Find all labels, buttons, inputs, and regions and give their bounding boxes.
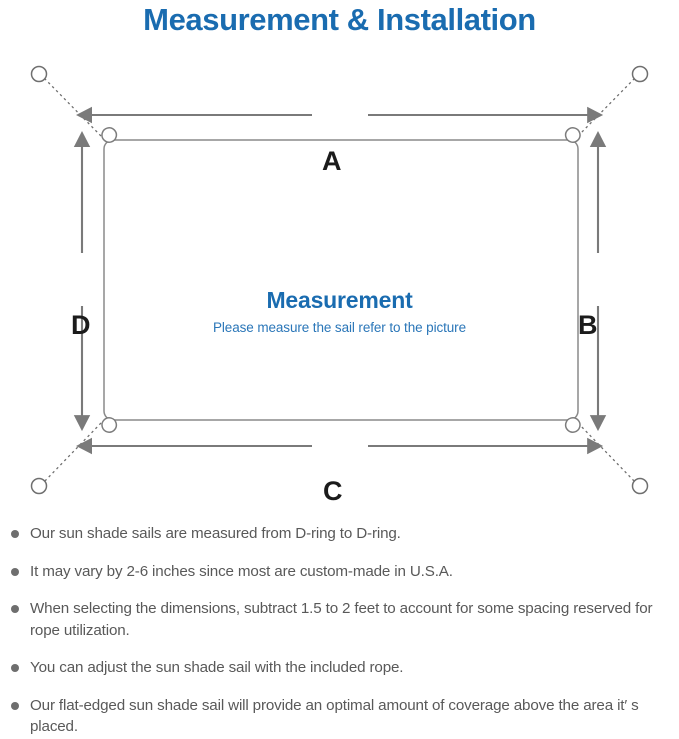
list-item: When selecting the dimensions, subtract … bbox=[0, 598, 679, 641]
diagram-svg bbox=[30, 65, 649, 495]
bullet-dot-icon bbox=[11, 530, 19, 538]
bullet-dot-icon bbox=[11, 605, 19, 614]
measurement-diagram: A B C D Measurement Please measure the s… bbox=[0, 48, 679, 518]
d-rings bbox=[101, 127, 581, 433]
list-item: It may vary by 2-6 inches since most are… bbox=[0, 561, 679, 583]
list-item-text: It may vary by 2-6 inches since most are… bbox=[30, 562, 453, 580]
dotted-rope-line-top-right bbox=[577, 77, 636, 137]
list-item-text: Our flat-edged sun shade sail will provi… bbox=[30, 696, 639, 736]
list-item-text: You can adjust the sun shade sail with t… bbox=[30, 659, 404, 677]
dotted-rope-line-top-left bbox=[43, 77, 102, 137]
dimension-label-c: C bbox=[323, 476, 343, 506]
list-item-text: Our sun shade sails are measured from D-… bbox=[30, 525, 401, 542]
anchor-points bbox=[30, 65, 649, 495]
list-item: Our sun shade sails are measured from D-… bbox=[0, 523, 679, 545]
anchor-circle-icon-bottom-left bbox=[30, 477, 48, 495]
page-title: Measurement & Installation bbox=[143, 2, 536, 37]
d-ring-icon-bottom-left bbox=[101, 417, 118, 433]
d-ring-icon-top-left bbox=[101, 127, 118, 143]
dimension-label-b: B bbox=[578, 310, 598, 340]
anchor-circle-icon-bottom-right bbox=[631, 477, 649, 495]
bullet-dot-icon bbox=[11, 664, 19, 673]
d-ring-icon-top-right bbox=[564, 127, 581, 143]
d-ring-icon-bottom-right bbox=[564, 417, 581, 433]
dimension-label-a: A bbox=[322, 146, 342, 176]
dotted-rope-line-bottom-left bbox=[43, 422, 102, 483]
bullet-dot-icon bbox=[11, 567, 19, 576]
list-item: Our flat-edged sun shade sail will provi… bbox=[0, 695, 679, 738]
dimension-label-d: D bbox=[71, 310, 91, 340]
anchor-circle-icon-top-left bbox=[30, 65, 48, 83]
anchor-circle-icon-top-right bbox=[631, 65, 649, 83]
list-item: You can adjust the sun shade sail with t… bbox=[0, 657, 679, 679]
list-item-text: When selecting the dimensions, subtract … bbox=[30, 600, 653, 639]
rope-lines bbox=[43, 77, 636, 483]
bullet-dot-icon bbox=[11, 701, 19, 710]
notes-list: Our sun shade sails are measured from D-… bbox=[0, 523, 679, 739]
sail-rectangle bbox=[103, 139, 579, 421]
dotted-rope-line-bottom-right bbox=[577, 422, 636, 483]
